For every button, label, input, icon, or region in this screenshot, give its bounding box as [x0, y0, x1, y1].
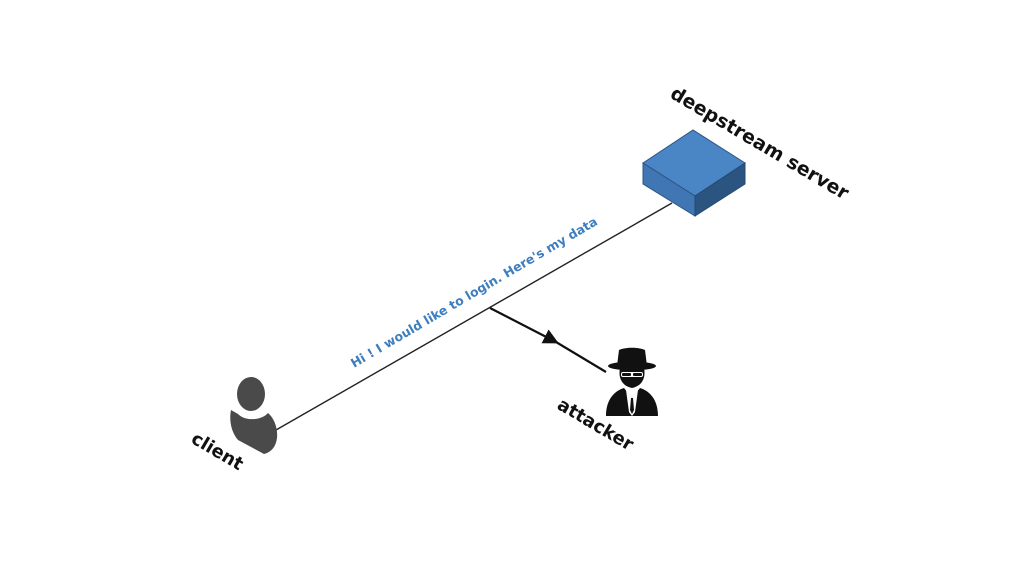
- server-cube-icon: [642, 129, 746, 217]
- server-cube-right: [694, 162, 746, 217]
- interception-arrow-tail: [555, 341, 607, 373]
- connection-line: [275, 202, 673, 431]
- spy-hacker-icon: [606, 347, 658, 416]
- user-silhouette-icon: [230, 377, 278, 454]
- interception-arrow: [489, 307, 559, 344]
- message-label: Hi ! I would like to login. Here's my da…: [348, 214, 600, 371]
